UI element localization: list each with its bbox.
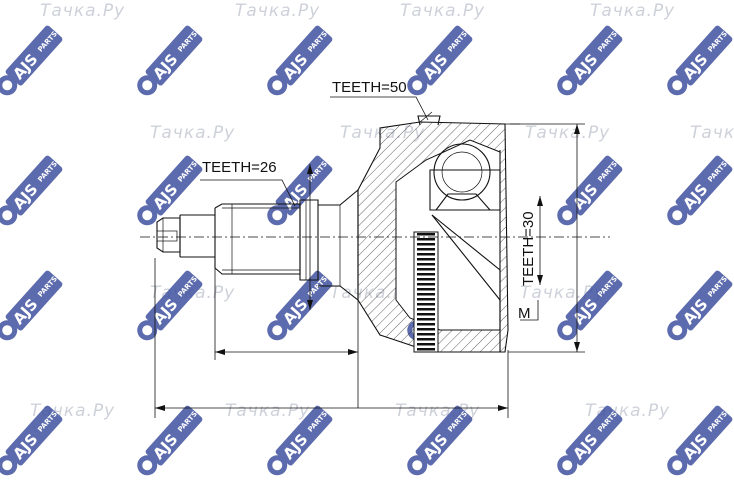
- abs-tooth: [417, 333, 435, 336]
- dimension-lines: [154, 96, 585, 418]
- bell-housing: [357, 111, 520, 353]
- abs-tooth: [417, 308, 435, 311]
- teeth-inner-label: TEETH=26: [202, 159, 277, 176]
- abs-ring: [413, 231, 439, 353]
- abs-tooth: [417, 303, 435, 306]
- abs-tooth: [417, 293, 435, 296]
- site-watermark-text: Тачка.Ру: [590, 1, 675, 21]
- abs-tooth: [417, 328, 435, 331]
- abs-tooth: [417, 283, 435, 286]
- abs-tooth: [417, 323, 435, 326]
- teeth-side-label: TEETH=30: [520, 211, 537, 286]
- stub-shaft: [156, 188, 359, 302]
- site-watermark-text: Тачка.Ру: [150, 123, 235, 143]
- abs-tooth: [417, 238, 435, 241]
- abs-tooth: [417, 343, 435, 346]
- abs-tooth: [417, 258, 435, 261]
- abs-tooth: [417, 263, 435, 266]
- abs-tooth: [417, 233, 435, 236]
- abs-tooth: [417, 338, 435, 341]
- abs-tooth: [417, 248, 435, 251]
- abs-tooth: [417, 268, 435, 271]
- abs-tooth: [417, 243, 435, 246]
- abs-tooth: [417, 298, 435, 301]
- thread-label: M: [518, 305, 531, 322]
- site-watermark-text: Тачка.Ру: [225, 401, 310, 421]
- site-watermark-text: Тачка.Ру: [40, 1, 125, 21]
- abs-tooth: [417, 313, 435, 316]
- site-watermark-text: Тачка.Ру: [690, 123, 734, 143]
- abs-tooth: [417, 288, 435, 291]
- site-watermark-text: Тачка.Ру: [525, 123, 610, 143]
- abs-tooth: [417, 253, 435, 256]
- abs-tooth: [417, 273, 435, 276]
- abs-tooth: [417, 348, 435, 351]
- abs-tooth: [417, 318, 435, 321]
- site-watermark-text: Тачка.Ру: [400, 1, 485, 21]
- abs-tooth: [417, 278, 435, 281]
- site-watermark-text: Тачка.Ру: [235, 1, 320, 21]
- teeth-outer-label: TEETH=50: [332, 79, 407, 96]
